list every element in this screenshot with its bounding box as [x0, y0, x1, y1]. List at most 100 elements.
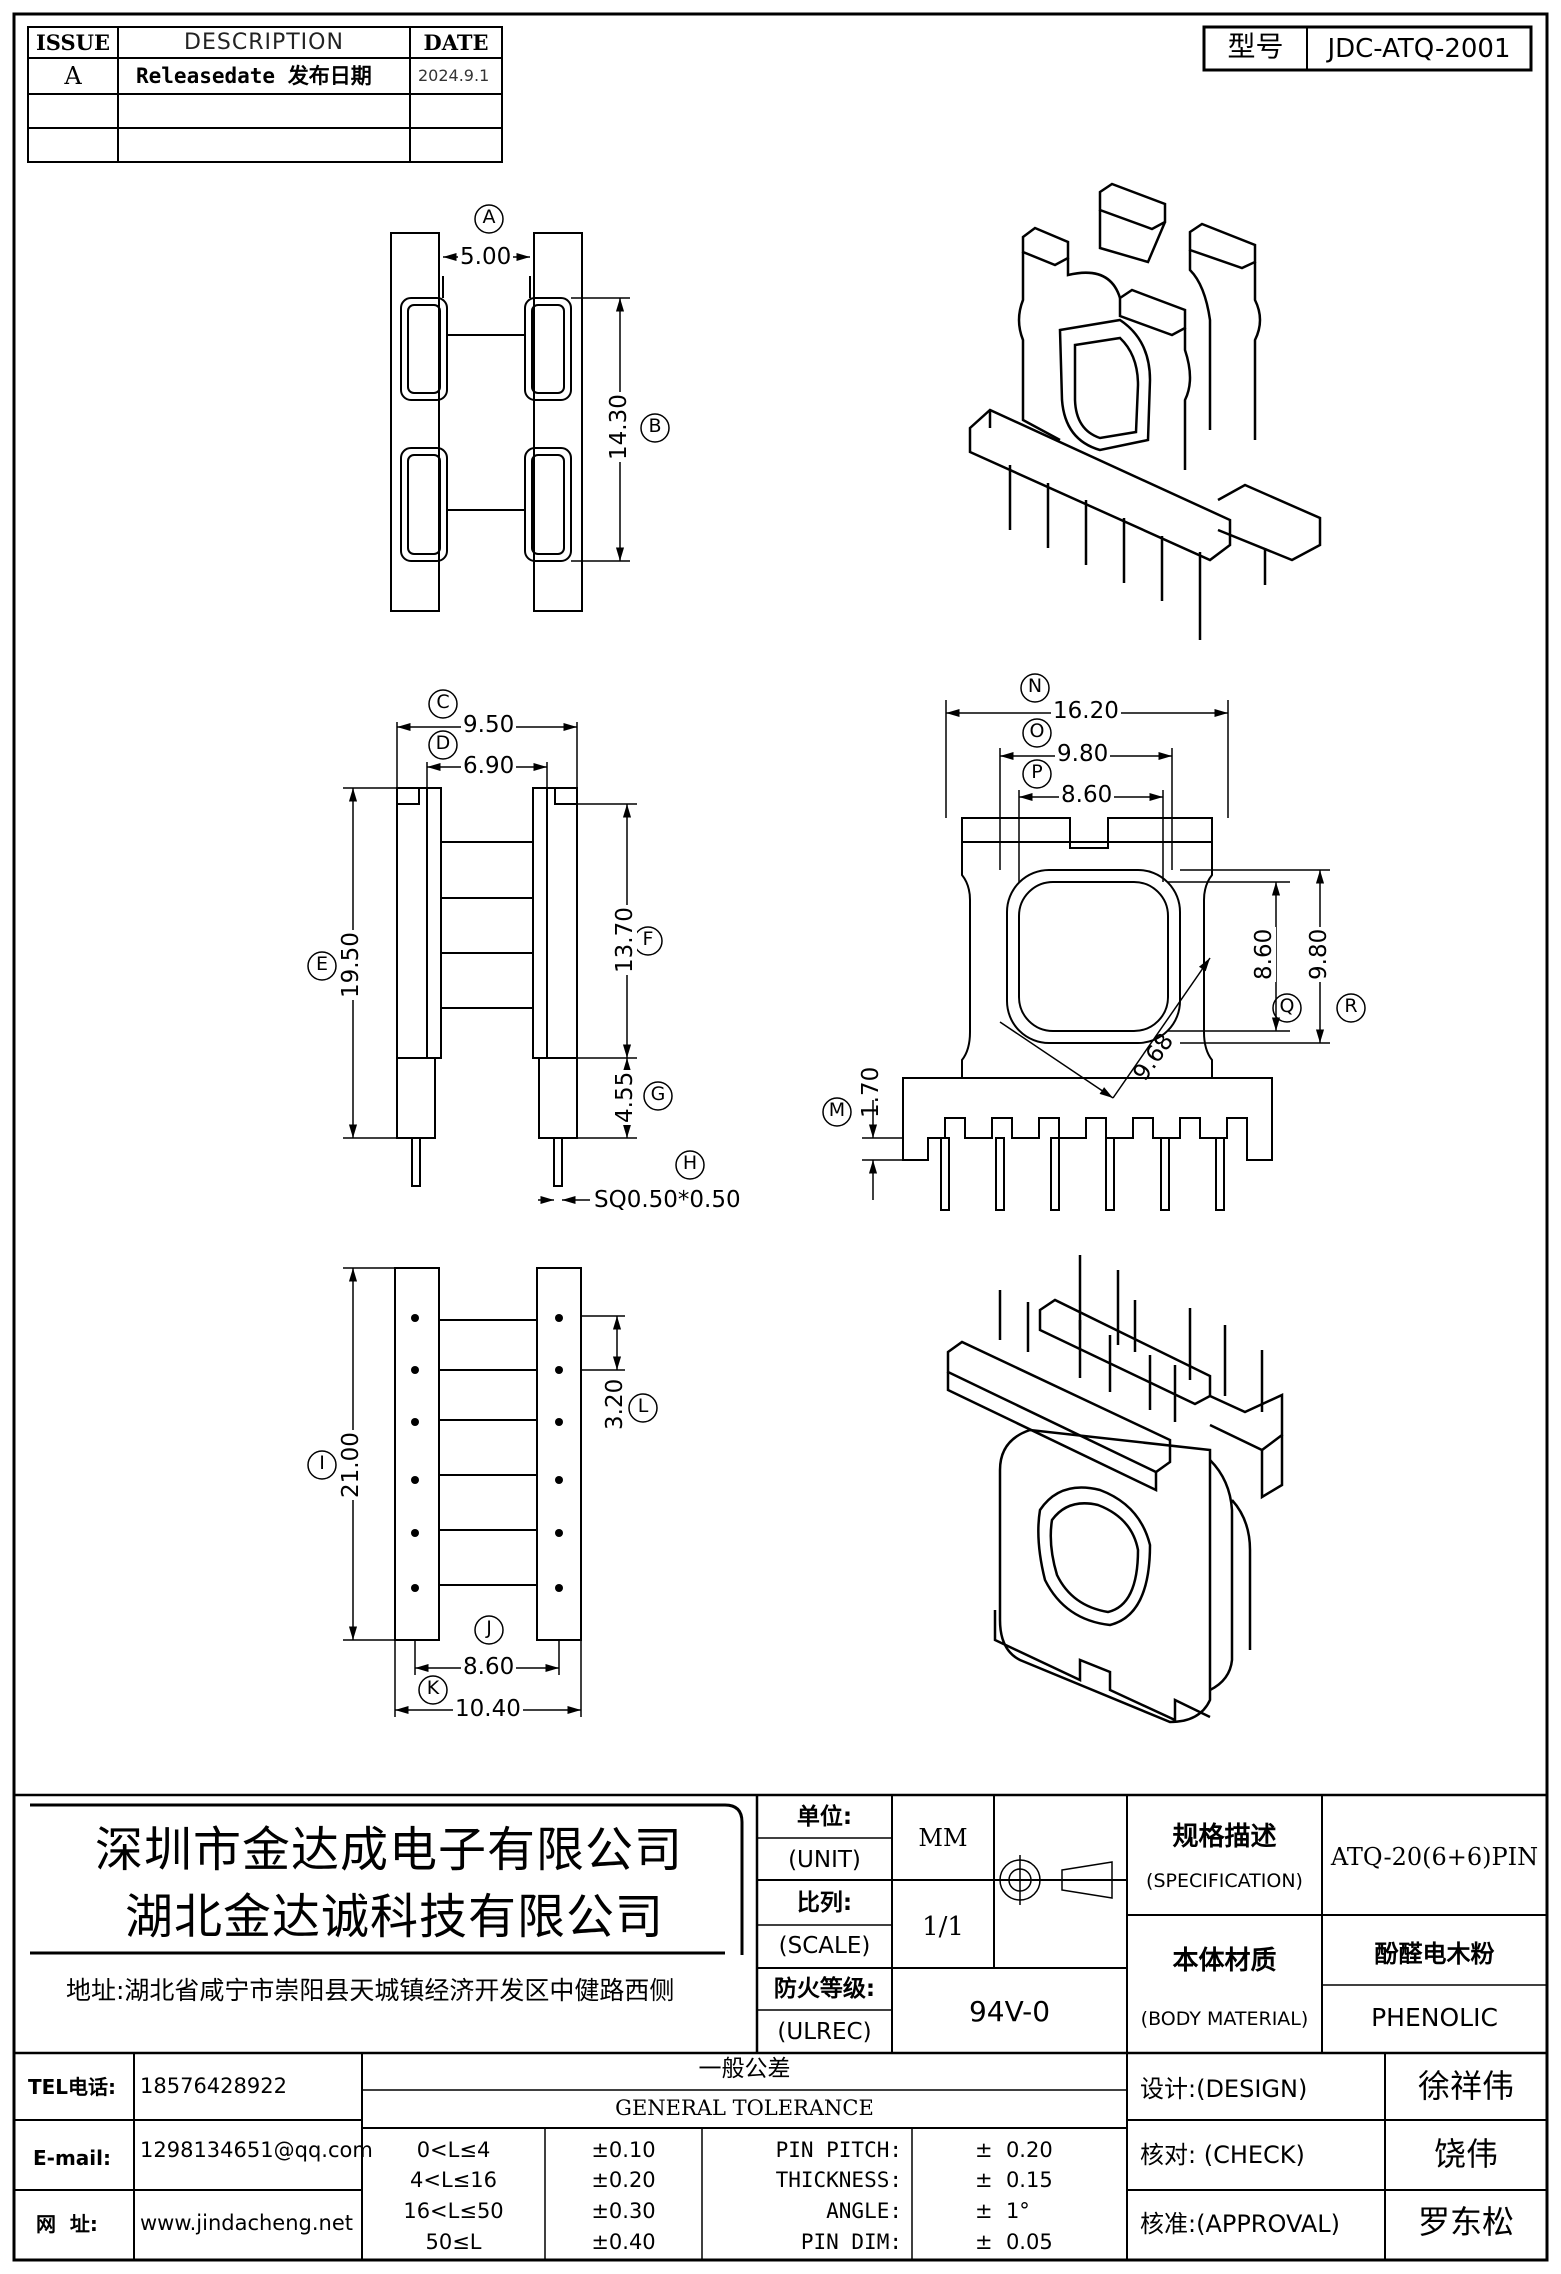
tolerance-range-value: ±0.10: [591, 2138, 656, 2162]
tolerance-param-value: ± 0.20: [975, 2138, 1053, 2162]
tolerance-title-cn: 一般公差: [698, 2056, 791, 2082]
dim-letter-c: C: [436, 691, 450, 713]
material-value-cn: 酚醛电木粉: [1374, 1940, 1495, 1968]
company-address: 地址:湖北省咸宁市崇阳县天城镇经济开发区中健路西侧: [66, 1976, 675, 2005]
dim-letter-d: D: [435, 732, 451, 754]
approval-label: 核准:(APPROVAL): [1140, 2210, 1340, 2238]
revision-header-issue: ISSUE: [35, 30, 110, 55]
tolerance-param-value: ± 1°: [975, 2199, 1030, 2223]
tolerance-param-name: THICKNESS:: [775, 2168, 902, 2192]
dim-letter-k: K: [426, 1677, 440, 1699]
scale-label-cn: 比列:: [796, 1890, 853, 1916]
dim-value-d: 6.90: [461, 753, 517, 779]
projection-symbol-icon: [995, 1855, 1118, 1905]
specification-label-cn: 规格描述: [1172, 1822, 1277, 1852]
check-name: 饶伟: [1433, 2135, 1498, 2173]
dim-letter-o: O: [1029, 720, 1045, 742]
check-label: 核对: (CHECK): [1140, 2141, 1305, 2169]
dim-value-m: 1.70: [858, 1066, 884, 1118]
web-label: 网 址:: [36, 2212, 98, 2236]
tel-value: 18576428922: [140, 2074, 287, 2098]
revision-row-date: 2024.9.1: [418, 66, 490, 85]
dim-value-l: 3.20: [602, 1376, 628, 1432]
title-block-grid: [12, 1793, 1549, 2262]
dim-value-r: 9.80: [1306, 926, 1332, 982]
tolerance-param-name: PIN DIM:: [800, 2230, 902, 2254]
dim-letter-i: I: [319, 1452, 325, 1474]
email-label: E-mail:: [33, 2146, 112, 2170]
unit-value: MM: [918, 1824, 968, 1852]
tolerance-param-name: ANGLE:: [826, 2199, 902, 2223]
tolerance-title-en: GENERAL TOLERANCE: [615, 2096, 874, 2120]
tolerance-range: 50≤L: [425, 2230, 482, 2254]
model-value: JDC-ATQ-2001: [1327, 34, 1511, 64]
isometric-view-bottom: [946, 1255, 1284, 1724]
approval-name: 罗东松: [1417, 2203, 1514, 2241]
dim-letter-n: N: [1027, 675, 1043, 697]
bottom-view: [394, 1267, 582, 1641]
tel-label: TEL电话:: [28, 2075, 117, 2099]
dim-letter-j: J: [486, 1617, 492, 1639]
dim-value-h: SQ0.50*0.50: [594, 1187, 741, 1213]
front-view: [396, 787, 578, 1187]
web-value[interactable]: www.jindacheng.net: [140, 2211, 354, 2235]
dim-letter-q: Q: [1279, 995, 1295, 1017]
dim-value-k: 10.40: [453, 1696, 523, 1722]
tolerance-param-value: ± 0.15: [975, 2168, 1053, 2192]
material-label-en: (BODY MATERIAL): [1140, 2008, 1309, 2030]
bottom-view-pins: [411, 1314, 563, 1592]
dim-letter-b: B: [648, 415, 662, 437]
dim-value-e: 19.50: [338, 930, 364, 1000]
ul-label-cn: 防火等级:: [773, 1976, 876, 2002]
top-view: [390, 232, 583, 612]
dim-value-o: 9.80: [1055, 741, 1111, 767]
tolerance-range: 4<L≤16: [410, 2168, 497, 2192]
specification-value: ATQ-20(6+6)PIN: [1330, 1843, 1539, 1871]
revision-header-description: DESCRIPTION: [184, 30, 344, 55]
dim-value-f: 13.70: [612, 905, 638, 975]
unit-label-cn: 单位:: [796, 1804, 853, 1830]
email-value[interactable]: 1298134651@qq.com: [140, 2138, 373, 2162]
ul-label-en: (ULREC): [777, 2019, 872, 2045]
tolerance-range: 16<L≤50: [403, 2199, 504, 2223]
company-frame: [30, 1803, 744, 1955]
tolerance-range: 0<L≤4: [416, 2138, 491, 2162]
dim-value-c: 9.50: [461, 712, 517, 738]
dim-letter-r: R: [1344, 995, 1358, 1017]
dim-letter-h: H: [682, 1152, 698, 1174]
scale-label-en: (SCALE): [778, 1933, 871, 1959]
material-value-en: PHENOLIC: [1371, 2003, 1498, 2032]
isometric-view-top: [968, 182, 1322, 640]
revision-row-issue: A: [64, 62, 82, 90]
dim-value-q: 8.60: [1251, 926, 1277, 982]
revision-row-description: Releasedate 发布日期: [136, 64, 372, 88]
tolerance-range-value: ±0.40: [591, 2230, 656, 2254]
ul-value: 94V-0: [968, 1995, 1051, 2028]
dim-letter-m: M: [828, 1099, 846, 1121]
side-view: [902, 817, 1273, 1211]
tolerance-param-value: ± 0.05: [975, 2230, 1053, 2254]
tolerance-range-value: ±0.20: [591, 2168, 656, 2192]
dim-value-b: 14.30: [606, 392, 632, 462]
dim-letter-f: F: [642, 928, 654, 950]
dim-value-g: 4.55: [612, 1069, 638, 1125]
company-name-2: 湖北金达诚科技有限公司: [125, 1889, 665, 1945]
model-box-grid: [1202, 25, 1533, 72]
design-label: 设计:(DESIGN): [1140, 2075, 1308, 2103]
dim-letter-a: A: [482, 206, 496, 228]
design-name: 徐祥伟: [1417, 2067, 1514, 2105]
dim-value-i: 21.00: [338, 1430, 364, 1500]
model-label: 型号: [1227, 30, 1284, 63]
unit-label-en: (UNIT): [788, 1847, 861, 1873]
company-name-1: 深圳市金达成电子有限公司: [95, 1822, 684, 1878]
dim-value-n: 16.20: [1051, 698, 1121, 724]
dim-letter-p: P: [1031, 761, 1043, 783]
revision-table-grid: [27, 26, 503, 163]
dimension-letter-circles: [307, 204, 1366, 1705]
dim-value-a: 5.00: [458, 244, 514, 270]
material-label-cn: 本体材质: [1172, 1946, 1277, 1976]
tolerance-range-value: ±0.30: [591, 2199, 656, 2223]
specification-label-en: (SPECIFICATION): [1146, 1870, 1303, 1892]
